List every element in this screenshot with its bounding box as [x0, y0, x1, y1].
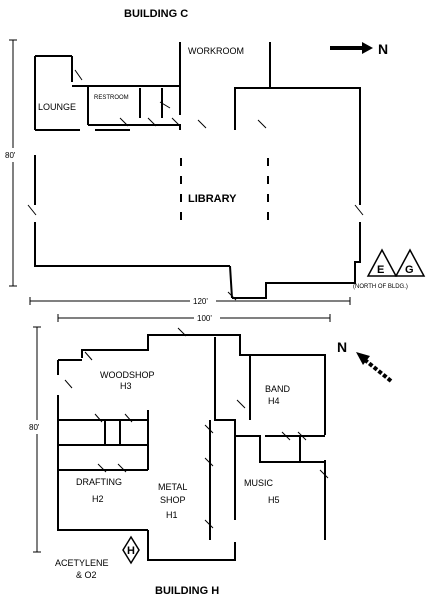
emergency-signs: E G (NORTH OF BLDG.)	[353, 248, 426, 290]
building-h-width-dimension: 100'	[57, 312, 331, 323]
room-label-metal: METAL	[158, 482, 187, 492]
sign-g-icon: G	[405, 264, 414, 276]
room-label-woodshop: WOODSHOP	[100, 370, 155, 380]
room-id-music: H5	[268, 495, 280, 505]
building-c: BUILDING C 80' 120'	[4, 8, 426, 306]
room-id-band: H4	[268, 396, 280, 406]
room-label-oxygen: & O2	[76, 570, 97, 580]
room-id-woodshop: H3	[120, 381, 132, 391]
library-bookshelf-marks	[180, 158, 269, 220]
building-c-width-dimension: 120'	[29, 295, 351, 306]
room-id-metal-shop: H1	[166, 510, 178, 520]
building-h: BUILDING H 100' 80'	[28, 312, 393, 597]
room-label-acetylene: ACETYLENE	[55, 558, 109, 568]
north-arrow-building-c: N	[330, 41, 388, 57]
north-label-h: N	[337, 339, 347, 355]
building-c-height-dimension: 80'	[4, 39, 22, 287]
room-label-library: LIBRARY	[188, 193, 237, 205]
room-label-music: MUSIC	[244, 478, 274, 488]
building-h-height-dimension: 80'	[28, 326, 46, 553]
room-label-band: BAND	[265, 384, 291, 394]
room-label-workroom: WORKROOM	[188, 46, 244, 56]
building-c-walls	[27, 42, 364, 301]
building-c-title: BUILDING C	[124, 8, 188, 20]
building-c-width-label: 120'	[193, 297, 208, 306]
hazard-h-label: H	[127, 545, 135, 557]
room-label-lounge: LOUNGE	[38, 102, 76, 112]
building-h-title: BUILDING H	[155, 585, 219, 597]
building-h-walls	[57, 327, 329, 561]
sign-caption: (NORTH OF BLDG.)	[353, 284, 408, 290]
sign-e-icon: E	[377, 264, 384, 276]
building-c-height-label: 80'	[5, 151, 16, 160]
north-label-c: N	[378, 41, 388, 57]
building-h-width-label: 100'	[197, 314, 212, 323]
room-id-drafting: H2	[92, 494, 104, 504]
room-label-restroom: RESTROOM	[94, 95, 129, 101]
building-h-height-label: 80'	[29, 423, 40, 432]
room-label-shop: SHOP	[160, 495, 186, 505]
north-arrow-building-h: N	[337, 339, 393, 383]
room-label-drafting: DRAFTING	[76, 477, 122, 487]
hazard-h-icon: H	[122, 535, 140, 565]
